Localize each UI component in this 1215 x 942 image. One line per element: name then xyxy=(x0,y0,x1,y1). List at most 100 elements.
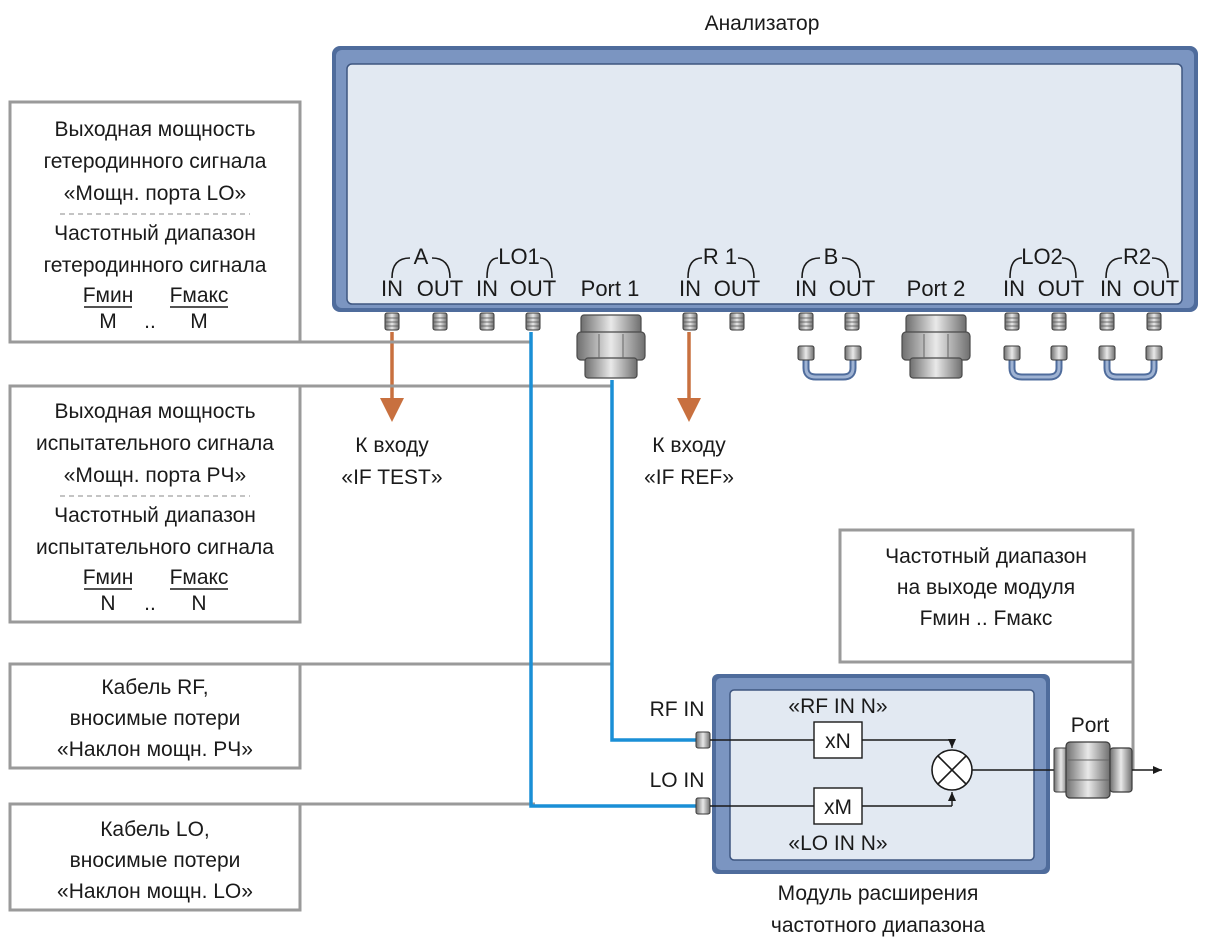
multiplier-n-label: xN xyxy=(825,730,851,753)
if-ref-line1: К входу xyxy=(652,434,726,457)
box-rf-cable: Кабель RF, вносимые потери «Наклон мощн.… xyxy=(8,662,302,770)
sma-connector xyxy=(479,312,495,331)
output-range-line1: Частотный диапазон xyxy=(885,545,1087,568)
port1-connector xyxy=(576,314,646,379)
analyzer-title: Анализатор xyxy=(705,12,820,35)
port-group-lo2: LO2 IN OUT xyxy=(1003,244,1084,301)
jumper-connectors xyxy=(797,345,1163,361)
multiplier-m-label: xM xyxy=(824,796,852,819)
port2-label: Port 2 xyxy=(907,276,966,301)
port-r2-out-label: OUT xyxy=(1133,276,1179,301)
lo-power-line3: «Мощн. порта LO» xyxy=(64,182,247,205)
rf-power-line5: испытательного сигнала xyxy=(36,536,274,559)
rf-power-div1: N xyxy=(100,592,115,615)
lo-power-div1: M xyxy=(99,310,117,333)
rf-cable-line3: «Наклон мощн. РЧ» xyxy=(57,738,253,761)
module-lo-in-connector xyxy=(695,797,711,815)
cables xyxy=(529,332,700,808)
port-group-lo2-name: LO2 xyxy=(1021,244,1063,269)
multiplier-n-box xyxy=(813,721,863,759)
port-group-b: B IN OUT xyxy=(795,244,875,301)
rf-cable-line xyxy=(610,380,700,742)
rf-in-n-label: «RF IN N» xyxy=(788,695,887,718)
if-test-line1: К входу xyxy=(355,434,429,457)
box-lo-cable: Кабель LO, вносимые потери «Наклон мощн.… xyxy=(8,802,302,912)
if-test-line2: «IF TEST» xyxy=(341,466,442,489)
module-wiring xyxy=(710,739,1058,807)
box-output-range: Частотный диапазон на выходе модуля Fмин… xyxy=(838,528,1135,664)
module-caption-line2: частотного диапазона xyxy=(771,914,985,937)
output-range-line2: на выходе модуля xyxy=(897,576,1075,599)
port-group-r2-name: R2 xyxy=(1123,244,1151,269)
jumper-connector xyxy=(1098,345,1116,361)
jumper-connector xyxy=(1050,345,1068,361)
port-r2-in-label: IN xyxy=(1100,276,1122,301)
box-lo-power: Выходная мощность гетеродинного сигнала … xyxy=(8,100,302,344)
port-group-r1: R 1 IN OUT xyxy=(679,244,760,301)
lo-in-n-label: «LO IN N» xyxy=(788,832,887,855)
port-b-out-label: OUT xyxy=(829,276,875,301)
port-group-lo1: LO1 IN OUT xyxy=(476,244,556,301)
module-rf-in-connector xyxy=(695,731,711,749)
port1-label: Port 1 xyxy=(581,276,640,301)
jumper-connector xyxy=(797,345,815,361)
port-group-r1-name: R 1 xyxy=(703,244,737,269)
port-lo2-in-label: IN xyxy=(1003,276,1025,301)
rf-cable-line1: Кабель RF, xyxy=(101,676,208,699)
rf-power-line3: «Мощн. порта РЧ» xyxy=(64,464,246,487)
multiplier-m-box xyxy=(813,787,863,825)
jumper-connector xyxy=(844,345,862,361)
rf-power-line2: испытательного сигнала xyxy=(36,432,274,455)
arrow-if-test xyxy=(380,332,404,422)
lo-power-line5: гетеродинного сигнала xyxy=(44,254,267,277)
sma-connector xyxy=(1146,312,1162,331)
if-ref-line2: «IF REF» xyxy=(644,466,734,489)
port-group-lo1-name: LO1 xyxy=(498,244,540,269)
sma-connectors xyxy=(384,312,1162,331)
mixer-icon xyxy=(931,749,973,791)
sma-connector xyxy=(432,312,448,331)
rf-power-div2: N xyxy=(191,592,206,615)
sma-connector xyxy=(384,312,400,331)
jumpers-inner xyxy=(804,348,1156,379)
sma-connector xyxy=(1099,312,1115,331)
rf-power-sep: .. xyxy=(144,592,156,615)
lo-cable-line xyxy=(529,332,700,808)
lo-power-line4: Частотный диапазон xyxy=(54,222,256,245)
lo-power-fmax: Fмакс xyxy=(170,284,229,307)
jumper-connector xyxy=(1145,345,1163,361)
sma-connector xyxy=(525,312,541,331)
sma-connector xyxy=(729,312,745,331)
leader-lines xyxy=(300,340,1135,806)
extension-module xyxy=(712,674,1050,874)
output-range-line3: Fмин .. Fмакс xyxy=(920,607,1053,630)
port-lo1-out-label: OUT xyxy=(510,276,556,301)
lo-power-sep: .. xyxy=(144,310,156,333)
module-port-connector xyxy=(1053,741,1133,799)
lo-power-line1: Выходная мощность xyxy=(54,118,255,141)
rf-in-label: RF IN xyxy=(650,698,705,721)
port-r1-out-label: OUT xyxy=(714,276,760,301)
module-caption-line1: Модуль расширения xyxy=(778,882,979,905)
sma-connector xyxy=(682,312,698,331)
analyzer-body xyxy=(332,46,1198,312)
port-r1-in-label: IN xyxy=(679,276,701,301)
lo-cable-line3: «Наклон мощн. LO» xyxy=(57,880,253,903)
module-port-label: Port xyxy=(1071,714,1110,737)
lo-power-fmin: Fмин xyxy=(83,284,134,307)
sma-connector xyxy=(844,312,860,331)
rf-power-line1: Выходная мощность xyxy=(54,400,255,423)
sma-connector xyxy=(1051,312,1067,331)
jumper-connector xyxy=(1003,345,1021,361)
sma-connector xyxy=(1004,312,1020,331)
rf-power-fmin: Fмин xyxy=(83,566,134,589)
port-group-b-name: B xyxy=(824,244,839,269)
port-lo1-in-label: IN xyxy=(476,276,498,301)
port-group-r2: R2 IN OUT xyxy=(1100,244,1179,301)
box-rf-power: Выходная мощность испытательного сигнала… xyxy=(8,384,302,624)
port-a-out-label: OUT xyxy=(417,276,463,301)
port-b-in-label: IN xyxy=(795,276,817,301)
lo-in-label: LO IN xyxy=(650,769,705,792)
lo-power-div2: M xyxy=(190,310,208,333)
